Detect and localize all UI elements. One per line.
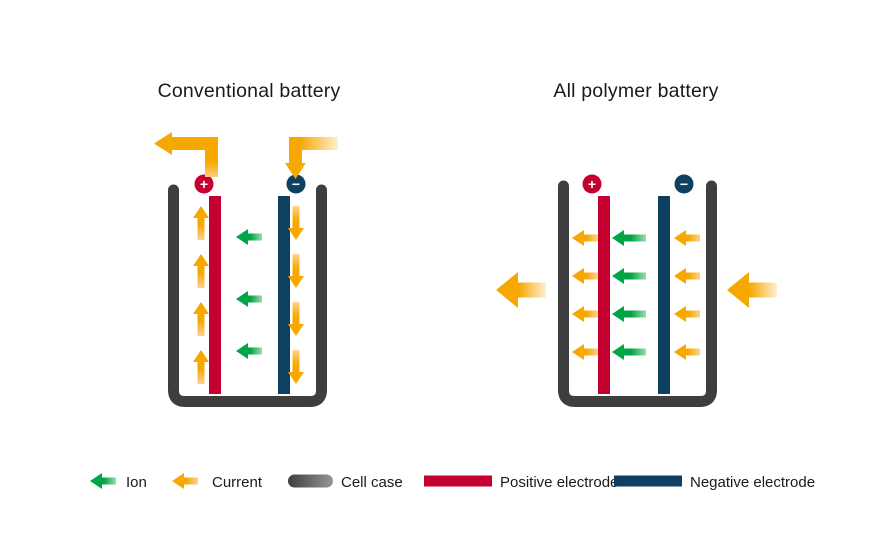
current-arrow-left-icon — [674, 230, 700, 246]
minus-icon: − — [680, 176, 688, 192]
legend-item-current: Current — [172, 473, 263, 491]
legend-label-negative-electrode: Negative electrode — [690, 474, 815, 491]
ion-arrow-icon — [236, 291, 262, 307]
negative-terminal-badge: − — [674, 174, 694, 194]
legend-item-positive-electrode: Positive electrode — [424, 474, 618, 491]
legend-item-negative-electrode: Negative electrode — [614, 474, 815, 491]
legend: Ion Current Cell case Positive electrode… — [90, 473, 815, 491]
cell-case-swatch — [288, 474, 333, 488]
ion-arrow-icon — [612, 230, 646, 246]
current-arrow-left-icon — [572, 230, 598, 246]
minus-badge-circle — [286, 174, 306, 194]
legend-item-ion: Ion — [90, 473, 147, 491]
current-out-elbow-arrow-icon — [154, 132, 218, 177]
current-out-arrow-icon — [496, 272, 546, 308]
ion-arrow-icon — [90, 473, 116, 489]
ion-arrow-icon — [236, 229, 262, 245]
plus-badge-circle — [582, 174, 602, 194]
current-arrow-left-icon — [674, 306, 700, 322]
legend-item-cell-case: Cell case — [288, 474, 403, 491]
positive-electrode — [598, 196, 610, 394]
current-arrow-left-icon — [572, 344, 598, 360]
current-in-arrow-icon — [727, 272, 777, 308]
current-arrow-left-icon — [572, 268, 598, 284]
cell-case — [558, 180, 717, 407]
current-arrow-down-icon — [288, 206, 304, 240]
negative-electrode — [278, 196, 290, 394]
conventional-battery-diagram: + − — [154, 132, 338, 407]
current-arrow-down-icon — [288, 302, 304, 336]
legend-label-ion: Ion — [126, 474, 147, 491]
current-arrow-down-icon — [288, 254, 304, 288]
legend-label-current: Current — [212, 474, 263, 491]
current-in-elbow-arrow-icon — [285, 137, 338, 179]
all-polymer-battery-diagram: + − — [496, 174, 777, 407]
positive-terminal-badge: + — [194, 174, 214, 194]
current-arrow-left-icon — [572, 306, 598, 322]
legend-label-cell-case: Cell case — [341, 474, 403, 491]
ion-arrow-icon — [612, 344, 646, 360]
ion-arrow-icon — [612, 268, 646, 284]
all-polymer-battery-title: All polymer battery — [553, 80, 718, 102]
current-arrow-up-icon — [193, 206, 209, 240]
current-arrow-up-icon — [193, 302, 209, 336]
current-arrow-left-icon — [674, 268, 700, 284]
conventional-battery-title: Conventional battery — [158, 80, 341, 102]
negative-electrode — [658, 196, 670, 394]
current-arrow-up-icon — [193, 254, 209, 288]
cell-case — [168, 184, 327, 407]
positive-electrode-swatch — [424, 475, 492, 487]
minus-icon: − — [292, 176, 300, 192]
ion-arrow-icon — [612, 306, 646, 322]
legend-label-positive-electrode: Positive electrode — [500, 474, 618, 491]
positive-electrode — [209, 196, 221, 394]
plus-icon: + — [200, 176, 208, 192]
current-arrow-icon — [172, 473, 198, 489]
current-arrow-up-icon — [193, 350, 209, 384]
positive-terminal-badge: + — [582, 174, 602, 194]
plus-badge-circle — [194, 174, 214, 194]
minus-badge-circle — [674, 174, 694, 194]
plus-icon: + — [588, 176, 596, 192]
current-arrow-down-icon — [288, 350, 304, 384]
negative-electrode-swatch — [614, 475, 682, 487]
ion-arrow-icon — [236, 343, 262, 359]
current-arrow-left-icon — [674, 344, 700, 360]
negative-terminal-badge: − — [286, 174, 306, 194]
